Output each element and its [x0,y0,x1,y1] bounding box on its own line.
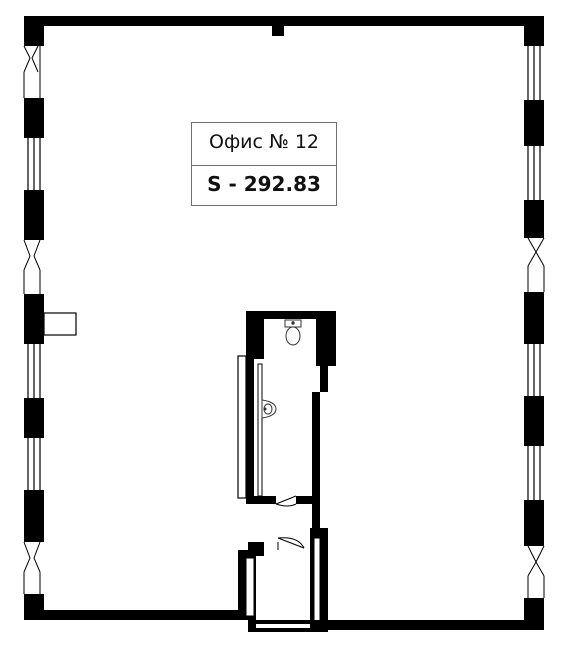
toilet-icon [284,319,302,346]
window-sashes [23,45,545,598]
sink-icon [261,399,277,419]
office-area: S - 292.83 [207,172,321,196]
windows [27,46,541,500]
door-swing-icon [275,495,305,550]
wall-box [43,312,77,336]
bathroom-core [237,311,336,632]
label-divider [192,165,336,166]
office-label: Офис № 12 S - 292.83 [191,122,337,206]
office-name: Офис № 12 [208,131,319,153]
outer-walls [24,16,544,630]
